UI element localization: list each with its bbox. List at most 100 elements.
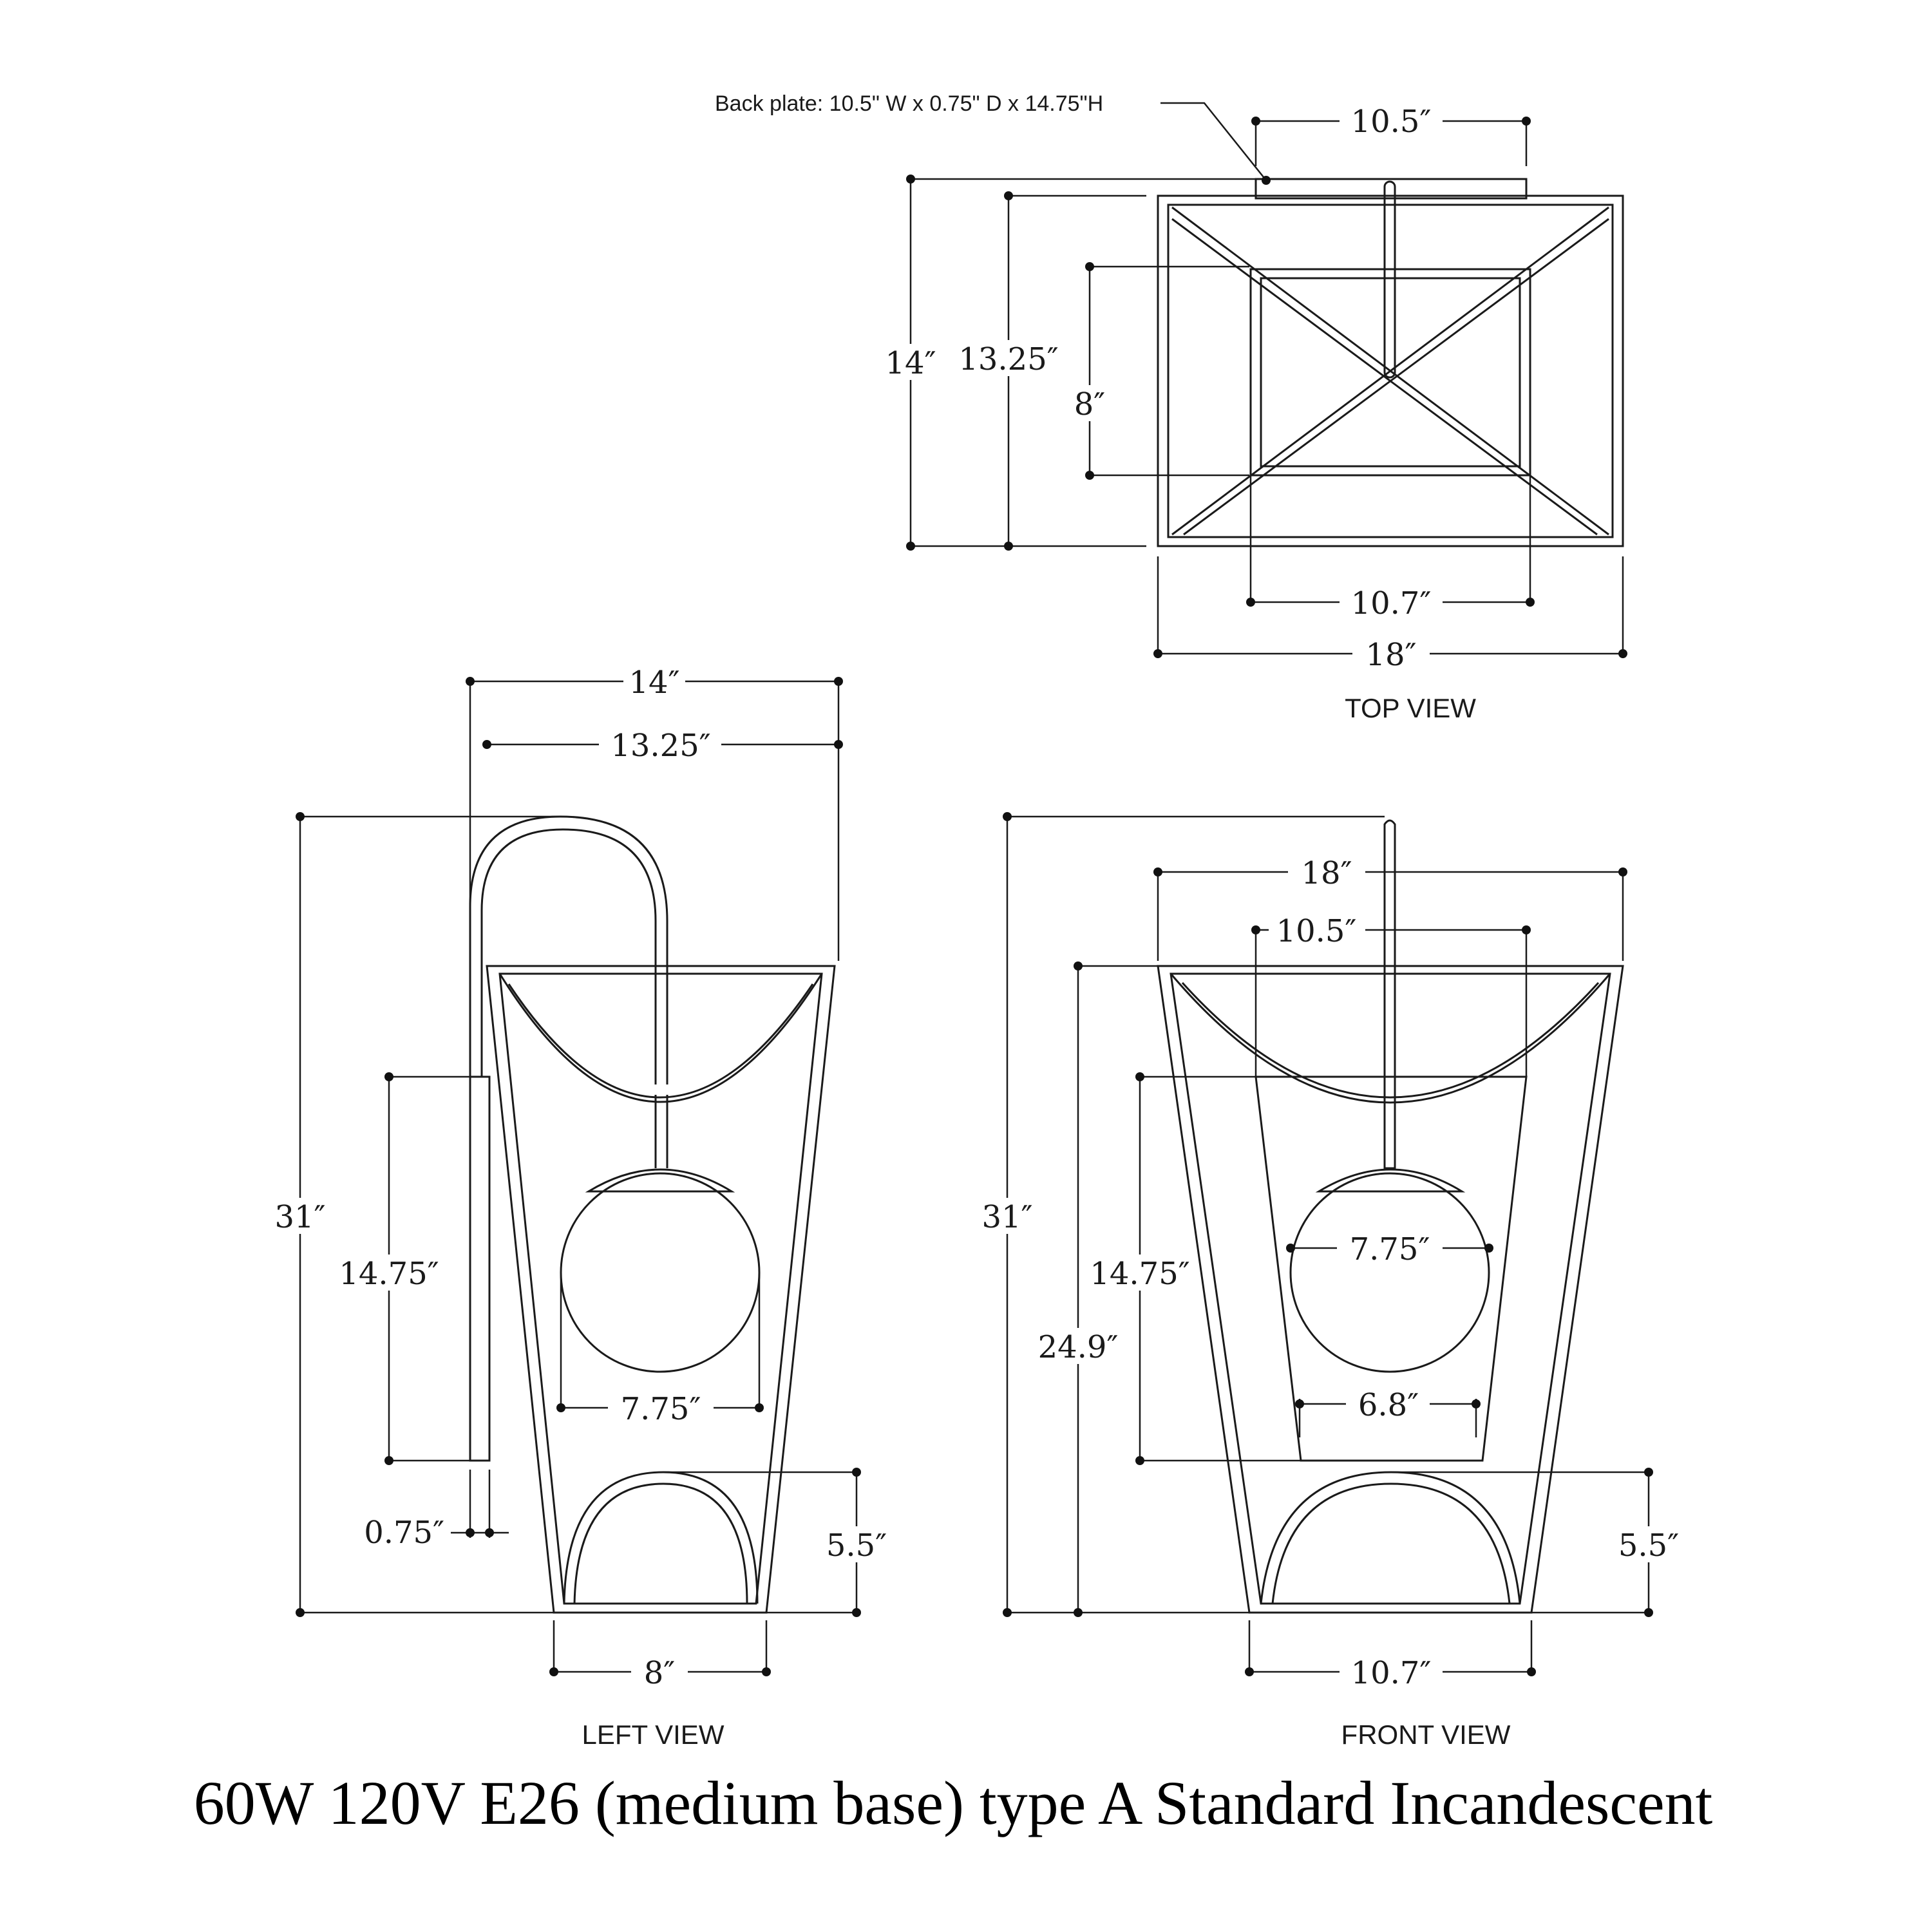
dim-dot xyxy=(1295,1399,1304,1408)
front-arm xyxy=(1383,819,1396,1170)
dim-dot xyxy=(1522,925,1531,934)
dim-dot xyxy=(1135,1456,1144,1465)
front-dim-globe: 7.75″ xyxy=(1350,1231,1430,1267)
dim-label-bg xyxy=(974,1198,1041,1234)
front-dim-backplate-height: 14.75″ xyxy=(1090,1256,1189,1292)
top-dim-inner-box: 8″ xyxy=(1074,386,1105,422)
front-bottom-arch xyxy=(1260,1471,1521,1604)
top-outer-frame-inner xyxy=(1167,204,1614,538)
dim-dot xyxy=(296,1608,305,1617)
dim-dot xyxy=(1004,542,1013,551)
left-top-bowl xyxy=(498,973,823,1103)
left-dim-depth: 14″ xyxy=(629,665,679,701)
left-dim-globe: 7.75″ xyxy=(621,1391,701,1427)
dim-label-bg xyxy=(1340,583,1443,620)
top-diagonal-b xyxy=(1171,206,1609,536)
dim-label-bg xyxy=(599,726,721,762)
dim-dot xyxy=(466,1528,475,1537)
top-diagonal-a2 xyxy=(1171,218,1598,536)
left-shade-outer xyxy=(486,965,836,1614)
front-shade-outer xyxy=(1157,965,1624,1614)
front-dim-bottom: 10.7″ xyxy=(1351,1655,1432,1691)
left-back-plate xyxy=(469,1075,491,1462)
dim-dot xyxy=(852,1608,861,1617)
left-arm-outer xyxy=(469,815,668,1084)
dim-label-bg xyxy=(1269,912,1365,948)
left-dim-backplate-depth: 0.75″ xyxy=(364,1515,444,1551)
leader-dot xyxy=(1262,176,1271,185)
dim-dot xyxy=(906,175,915,184)
dim-dot xyxy=(755,1403,764,1412)
dim-dot xyxy=(1472,1399,1481,1408)
dim-dot xyxy=(384,1072,393,1081)
dim-dot xyxy=(762,1667,771,1676)
left-bottom-arch xyxy=(563,1471,759,1604)
top-back-plate xyxy=(1255,178,1528,200)
front-bottom-arch-inner xyxy=(1271,1482,1511,1604)
dim-dot xyxy=(1286,1244,1295,1253)
top-outer-frame xyxy=(1157,194,1624,547)
front-shade-inner xyxy=(1170,972,1611,1605)
dim-dot xyxy=(1484,1244,1493,1253)
dim-dot xyxy=(482,740,491,749)
front-dim-arch: 5.5″ xyxy=(1618,1528,1679,1564)
front-dim-height: 31″ xyxy=(981,1199,1032,1235)
left-dim-shade-depth: 13.25″ xyxy=(611,728,710,764)
dim-label-bg xyxy=(623,663,685,699)
dim-dot xyxy=(1522,117,1531,126)
dim-label-bg xyxy=(331,1255,447,1291)
top-dim-outer-width: 18″ xyxy=(1365,637,1416,673)
dim-dot xyxy=(1644,1468,1653,1477)
dim-label-bg xyxy=(1288,854,1365,890)
front-bulb-cap xyxy=(1315,1168,1466,1193)
left-dim-bottom: 8″ xyxy=(644,1655,675,1691)
front-back-plate xyxy=(1255,1075,1528,1462)
dim-dot xyxy=(1245,1667,1254,1676)
dim-dot xyxy=(1153,649,1162,658)
left-arm-inner xyxy=(480,828,657,1084)
dim-dot xyxy=(1153,867,1162,876)
dim-dot xyxy=(1074,1608,1083,1617)
dim-dot xyxy=(1618,649,1627,658)
dim-dot xyxy=(384,1456,393,1465)
dim-label-bg xyxy=(267,1198,334,1234)
dim-dot xyxy=(296,812,305,821)
top-arm xyxy=(1383,180,1396,379)
dim-label-bg xyxy=(631,1654,688,1690)
dim-dot xyxy=(1085,471,1094,480)
dim-dot xyxy=(1004,191,1013,200)
top-dim-outer-depth: 14″ xyxy=(885,345,936,381)
front-dim-width: 18″ xyxy=(1301,855,1352,891)
front-top-bowl-inner xyxy=(1181,981,1600,1099)
left-dim-height: 31″ xyxy=(274,1199,325,1235)
dim-label-bg xyxy=(1337,1230,1443,1266)
top-dim-inner-depth: 13.25″ xyxy=(958,341,1058,377)
left-view: 14″ 13.25″ 31″ 14.75″ 0.75″ xyxy=(267,663,893,1750)
front-dim-backplate-width: 10.5″ xyxy=(1276,913,1357,949)
dim-label-bg xyxy=(1613,1526,1685,1562)
dim-dot xyxy=(549,1667,558,1676)
front-top-bowl xyxy=(1170,973,1611,1104)
top-inner-box xyxy=(1249,268,1531,477)
left-bulb-cap xyxy=(585,1168,735,1193)
back-plate-note: Back plate: 10.5" W x 0.75" D x 14.75"H xyxy=(715,91,1103,116)
dim-label-bg xyxy=(951,340,1066,376)
dim-label-bg xyxy=(608,1390,714,1426)
dim-dot xyxy=(556,1403,565,1412)
dim-dot xyxy=(1246,598,1255,607)
dim-label-bg xyxy=(1340,102,1443,138)
front-view-caption: FRONT VIEW xyxy=(1341,1719,1511,1750)
dim-dot xyxy=(1527,1667,1536,1676)
front-dim-inner: 6.8″ xyxy=(1358,1387,1419,1423)
dim-dot xyxy=(1085,262,1094,271)
front-dim-shade-height: 24.9″ xyxy=(1038,1329,1119,1365)
left-dim-backplate-height: 14.75″ xyxy=(339,1256,439,1292)
dim-dot xyxy=(1618,867,1627,876)
dim-dot xyxy=(1251,925,1260,934)
dim-label-bg xyxy=(1352,635,1430,671)
front-view: 18″ 10.5″ 31″ 24.9″ 14.75″ xyxy=(974,812,1685,1750)
dim-label-bg xyxy=(1346,1386,1430,1422)
left-shade-inner xyxy=(498,972,823,1605)
dim-dot xyxy=(1003,1608,1012,1617)
front-globe xyxy=(1289,1172,1490,1373)
